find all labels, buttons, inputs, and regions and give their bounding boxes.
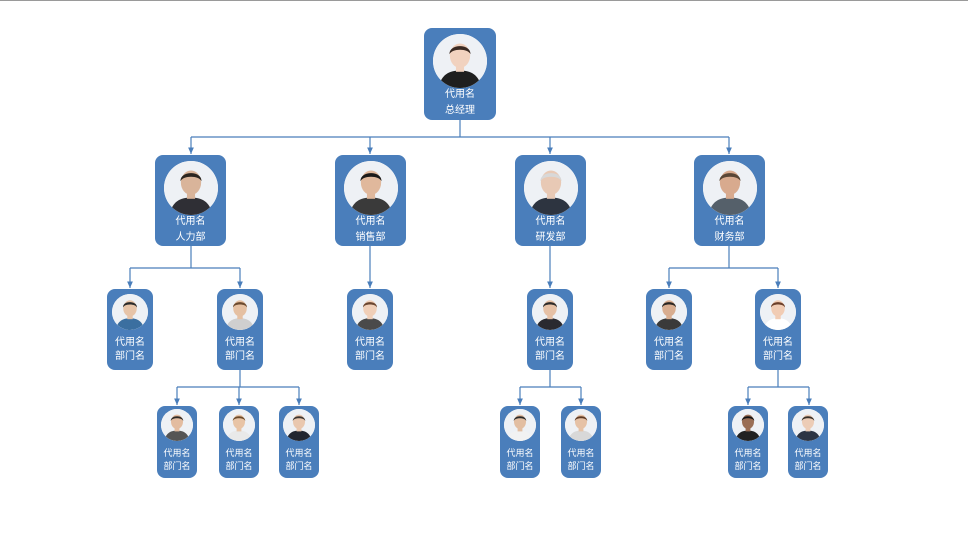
- org-node-l4-6[interactable]: 代用名 部门名: [728, 406, 768, 478]
- person-icon: [112, 294, 148, 330]
- org-node-ceo[interactable]: 代用名 总经理: [424, 28, 496, 120]
- person-icon: [702, 161, 757, 215]
- avatar-l4-7: [792, 409, 824, 441]
- node-name: 代用名: [535, 216, 566, 227]
- avatar-rd-member: [532, 294, 568, 330]
- avatar-finance-member-2: [760, 294, 796, 330]
- node-name: 代用名: [115, 337, 145, 348]
- org-node-finance[interactable]: 代用名 财务部: [694, 155, 765, 246]
- connector-ceo-bus: [191, 120, 729, 138]
- node-role: 部门名: [763, 351, 793, 362]
- org-node-rd-member[interactable]: 代用名 部门名: [527, 289, 573, 370]
- node-name: 代用名: [794, 449, 822, 459]
- connector-l4a-bus: [177, 370, 299, 388]
- person-icon: [651, 294, 687, 330]
- node-role: 研发部: [535, 232, 566, 243]
- person-icon: [343, 161, 398, 215]
- org-node-l4-5[interactable]: 代用名 部门名: [561, 406, 601, 478]
- avatar-l4-6: [732, 409, 764, 441]
- node-name: 代用名: [355, 337, 385, 348]
- org-node-l4-7[interactable]: 代用名 部门名: [788, 406, 828, 478]
- node-name: 代用名: [445, 89, 475, 100]
- node-name: 代用名: [763, 337, 793, 348]
- avatar-finance: [702, 161, 757, 215]
- node-name: 代用名: [535, 337, 565, 348]
- node-role: 部门名: [567, 462, 595, 472]
- person-icon: [504, 409, 536, 441]
- avatar-l4-2: [223, 409, 255, 441]
- node-name: 代用名: [163, 449, 191, 459]
- avatar-l4-4: [504, 409, 536, 441]
- node-name: 代用名: [225, 337, 255, 348]
- node-name: 代用名: [567, 449, 595, 459]
- avatar-hr: [163, 161, 218, 215]
- person-icon: [760, 294, 796, 330]
- connector-l4b-bus: [520, 370, 581, 388]
- node-role: 总经理: [445, 105, 475, 116]
- avatar-finance-member-1: [651, 294, 687, 330]
- node-name: 代用名: [506, 449, 534, 459]
- node-role: 部门名: [506, 462, 534, 472]
- person-icon: [352, 294, 388, 330]
- node-name: 代用名: [654, 337, 684, 348]
- org-node-hr[interactable]: 代用名 人力部: [155, 155, 226, 246]
- top-border-line: [0, 0, 968, 1]
- node-role: 销售部: [355, 232, 386, 243]
- person-icon: [792, 409, 824, 441]
- node-role: 部门名: [535, 351, 565, 362]
- person-icon: [163, 161, 218, 215]
- node-role: 部门名: [654, 351, 684, 362]
- connector-finance-bus: [669, 246, 778, 269]
- org-node-sales-member[interactable]: 代用名 部门名: [347, 289, 393, 370]
- node-name: 代用名: [225, 449, 253, 459]
- person-icon: [161, 409, 193, 441]
- node-role: 财务部: [714, 232, 745, 243]
- org-node-hr-member-1[interactable]: 代用名 部门名: [107, 289, 153, 370]
- person-icon: [532, 294, 568, 330]
- org-node-finance-member-2[interactable]: 代用名 部门名: [755, 289, 801, 370]
- node-role: 部门名: [225, 351, 255, 362]
- org-node-sales[interactable]: 代用名 销售部: [335, 155, 406, 246]
- org-node-l4-2[interactable]: 代用名 部门名: [219, 406, 259, 478]
- person-icon: [732, 409, 764, 441]
- person-icon: [222, 294, 258, 330]
- org-node-l4-3[interactable]: 代用名 部门名: [279, 406, 319, 478]
- node-role: 部门名: [225, 462, 253, 472]
- connector-hr-bus: [130, 246, 240, 269]
- org-node-rd[interactable]: 代用名 研发部: [515, 155, 586, 246]
- node-role: 人力部: [175, 232, 206, 243]
- person-icon: [283, 409, 315, 441]
- org-node-finance-member-1[interactable]: 代用名 部门名: [646, 289, 692, 370]
- org-node-l4-4[interactable]: 代用名 部门名: [500, 406, 540, 478]
- node-role: 部门名: [355, 351, 385, 362]
- node-name: 代用名: [734, 449, 762, 459]
- avatar-l4-3: [283, 409, 315, 441]
- person-icon: [523, 161, 578, 215]
- node-name: 代用名: [175, 216, 206, 227]
- node-role: 部门名: [285, 462, 313, 472]
- node-role: 部门名: [163, 462, 191, 472]
- org-node-l4-1[interactable]: 代用名 部门名: [157, 406, 197, 478]
- node-name: 代用名: [714, 216, 745, 227]
- node-role: 部门名: [734, 462, 762, 472]
- avatar-sales-member: [352, 294, 388, 330]
- node-name: 代用名: [285, 449, 313, 459]
- person-icon: [223, 409, 255, 441]
- person-icon: [433, 34, 487, 88]
- node-name: 代用名: [355, 216, 386, 227]
- node-role: 部门名: [794, 462, 822, 472]
- avatar-hr-member-2: [222, 294, 258, 330]
- avatar-sales: [343, 161, 398, 215]
- person-icon: [565, 409, 597, 441]
- avatar-l4-5: [565, 409, 597, 441]
- avatar-ceo: [433, 34, 487, 88]
- connector-l4c-bus: [748, 370, 809, 388]
- org-node-hr-member-2[interactable]: 代用名 部门名: [217, 289, 263, 370]
- node-role: 部门名: [115, 351, 145, 362]
- avatar-hr-member-1: [112, 294, 148, 330]
- avatar-l4-1: [161, 409, 193, 441]
- avatar-rd: [523, 161, 578, 215]
